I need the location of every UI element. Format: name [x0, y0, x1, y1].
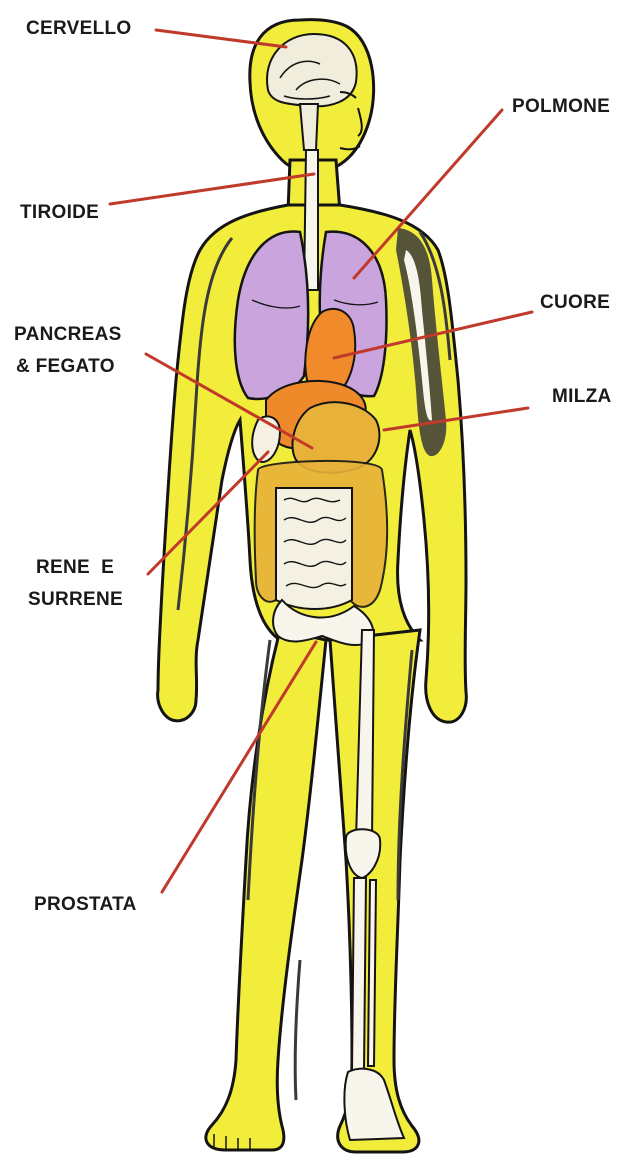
right-leg [206, 630, 326, 1150]
label-cuore: CUORE [540, 292, 610, 313]
brain-stem [300, 104, 318, 150]
label-polmone: POLMONE [512, 96, 610, 117]
intestines [255, 461, 387, 645]
leader-tiroide [110, 174, 314, 204]
small-intestine [276, 488, 352, 609]
label-milza: MILZA [552, 386, 612, 407]
label-fegato: & FEGATO [16, 356, 115, 377]
tibia [352, 878, 366, 1070]
label-rene: RENE E [36, 557, 114, 578]
label-tiroide: TIROIDE [20, 202, 99, 223]
label-pancreas: PANCREAS [14, 324, 122, 345]
label-prostata: PROSTATA [34, 894, 137, 915]
label-cervello: CERVELLO [26, 18, 132, 39]
fibula [368, 880, 376, 1066]
label-surrene: SURRENE [28, 589, 123, 610]
